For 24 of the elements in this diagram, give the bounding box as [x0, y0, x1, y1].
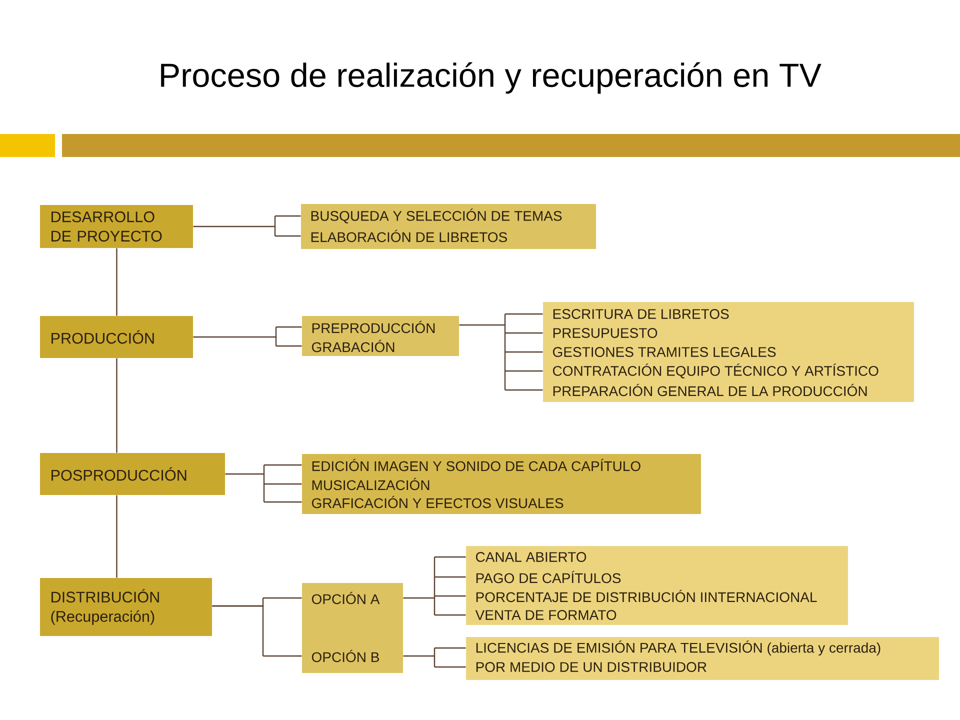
connector-line — [402, 556, 466, 616]
connector-line — [458, 313, 544, 391]
category-box: PRODUCCIÓN — [40, 316, 193, 358]
item-list-box: LICENCIAS DE EMISIÓN PARA TELEVISIÓN (abierta y cerrada) POR MEDIO DE UN DISTRIBUIDOR — [466, 637, 939, 680]
connector-line — [192, 215, 302, 237]
item-list-box: BUSQUEDA Y SELECCIÓN DE TEMAS ELABORACIÓN DE LIBRETOS — [301, 204, 596, 249]
item-list-box: EDICIÓN IMAGEN Y SONIDO DE CADA CAPÍTULO MUSICALIZACIÓN GRAFICACIÓN Y EFECTOS VISUALES — [302, 454, 701, 514]
connector-line — [116, 495, 118, 578]
option-box — [302, 583, 403, 673]
category-box: POSPRODUCCIÓN — [40, 453, 225, 495]
item-list-box: PREPRODUCCIÓN GRABACIÓN — [302, 316, 459, 356]
connector-line — [192, 326, 302, 347]
item-list-box: ESCRITURA DE LIBRETOS PRESUPUESTO GESTIONES TRAMITES LEGALES CONTRATACIÓN EQUIPO TÉCNICO Y ARTÍSTICO PREPARACIÓN GENERAL DE LA PRODUCCIÓN — [543, 302, 914, 402]
option-label: OPCIÓN B — [312, 650, 379, 662]
connector-line — [212, 605, 302, 657]
connector-line — [224, 464, 302, 503]
item-list-box: CANAL ABIERTO PAGO DE CAPÍTULOS PORCENTAJE DE DISTRIBUCIÓN IINTERNACIONAL VENTA DE FORMATO — [466, 546, 848, 625]
connector-line — [116, 248, 118, 316]
title: Proceso de realización y recuperación en TV — [161, 62, 822, 94]
option-label: OPCIÓN A — [312, 592, 380, 604]
category-box: DISTRIBUCIÓN (Recuperación) — [40, 578, 212, 636]
connector-line — [116, 358, 118, 453]
category-box: DESARROLLO DE PROYECTO — [40, 205, 193, 248]
connector-line — [402, 647, 466, 668]
